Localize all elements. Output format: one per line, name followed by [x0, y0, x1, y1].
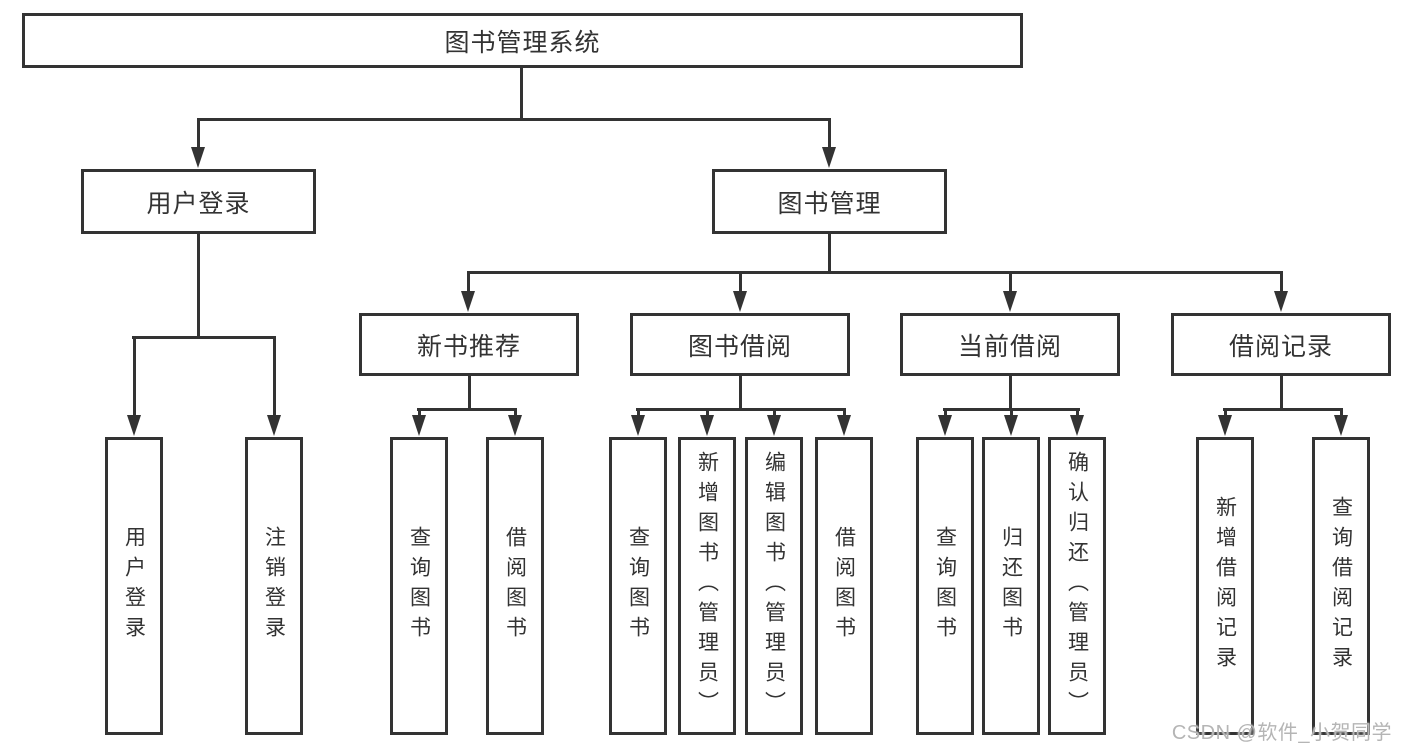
leaf-add-book-admin: 新增图书（管理员）: [678, 437, 736, 735]
connector-borrow-records-drop: [1280, 376, 1283, 411]
arrow-to-confirm-return: [1070, 408, 1084, 436]
arrow-to-query-borrow-record: [1334, 408, 1348, 436]
leaf-confirm-return-admin-label: 确认归还（管理员）: [1065, 451, 1089, 721]
connector-root-drop: [520, 68, 523, 121]
arrow-to-return-books: [1004, 408, 1018, 436]
node-book-borrow: 图书借阅: [630, 313, 850, 376]
node-user-login: 用户登录: [81, 169, 316, 234]
connector-current-borrow-drop: [1009, 376, 1012, 411]
connector-user-login-drop: [197, 234, 200, 339]
leaf-add-borrow-record-label: 新增借阅记录: [1213, 496, 1237, 676]
leaf-query-books-3-label: 查询图书: [933, 526, 957, 646]
node-library-management-system: 图书管理系统: [22, 13, 1023, 68]
leaf-return-books: 归还图书: [982, 437, 1040, 735]
arrow-to-edit-book: [767, 408, 781, 436]
leaf-query-books-3: 查询图书: [916, 437, 974, 735]
leaf-query-borrow-record-label: 查询借阅记录: [1329, 496, 1353, 676]
leaf-edit-book-admin-label: 编辑图书（管理员）: [762, 451, 786, 721]
leaf-borrow-books-1: 借阅图书: [486, 437, 544, 735]
leaf-return-books-label: 归还图书: [999, 526, 1023, 646]
node-borrow-records: 借阅记录: [1171, 313, 1391, 376]
csdn-watermark: CSDN @软件_小贺同学: [1171, 722, 1392, 744]
leaf-confirm-return-admin: 确认归还（管理员）: [1048, 437, 1106, 735]
arrow-to-book-management: [822, 118, 836, 168]
leaf-query-books-1-label: 查询图书: [407, 526, 431, 646]
leaf-borrow-books-2: 借阅图书: [815, 437, 873, 735]
connector-new-book-recommend-drop: [468, 376, 471, 411]
connector-new-book-recommend-bar: [417, 408, 517, 411]
leaf-add-book-admin-label: 新增图书（管理员）: [695, 451, 719, 721]
connector-user-login-bar: [132, 336, 276, 339]
arrow-to-new-book-recommend: [461, 271, 475, 312]
leaf-edit-book-admin: 编辑图书（管理员）: [745, 437, 803, 735]
arrow-to-borrow-books-2: [837, 408, 851, 436]
leaf-user-login-label: 用户登录: [122, 526, 146, 646]
leaf-query-borrow-record: 查询借阅记录: [1312, 437, 1370, 735]
node-new-book-recommend: 新书推荐: [359, 313, 579, 376]
arrow-to-current-borrow: [1003, 271, 1017, 312]
connector-book-management-drop: [828, 234, 831, 274]
node-book-management: 图书管理: [712, 169, 947, 234]
connector-book-management-bar: [467, 271, 1283, 274]
arrow-to-query-books-3: [938, 408, 952, 436]
leaf-add-borrow-record: 新增借阅记录: [1196, 437, 1254, 735]
arrow-to-borrow-books-1: [508, 408, 522, 436]
leaf-logout-label: 注销登录: [262, 526, 286, 646]
node-current-borrow: 当前借阅: [900, 313, 1120, 376]
arrow-to-query-books-1: [412, 408, 426, 436]
arrow-to-leaf-user-login: [127, 336, 141, 436]
leaf-borrow-books-2-label: 借阅图书: [832, 526, 856, 646]
leaf-logout: 注销登录: [245, 437, 303, 735]
connector-book-borrow-drop: [739, 376, 742, 411]
connector-root-bar: [197, 118, 831, 121]
leaf-borrow-books-1-label: 借阅图书: [503, 526, 527, 646]
arrow-to-add-borrow-record: [1218, 408, 1232, 436]
leaf-query-books-2-label: 查询图书: [626, 526, 650, 646]
connector-book-borrow-bar: [636, 408, 846, 411]
leaf-query-books-2: 查询图书: [609, 437, 667, 735]
arrow-to-add-book: [700, 408, 714, 436]
arrow-to-borrow-records: [1274, 271, 1288, 312]
arrow-to-book-borrow: [733, 271, 747, 312]
leaf-query-books-1: 查询图书: [390, 437, 448, 735]
arrow-to-query-books-2: [631, 408, 645, 436]
arrow-to-leaf-logout: [267, 336, 281, 436]
connector-borrow-records-bar: [1223, 408, 1343, 411]
leaf-user-login: 用户登录: [105, 437, 163, 735]
arrow-to-user-login: [191, 118, 205, 168]
